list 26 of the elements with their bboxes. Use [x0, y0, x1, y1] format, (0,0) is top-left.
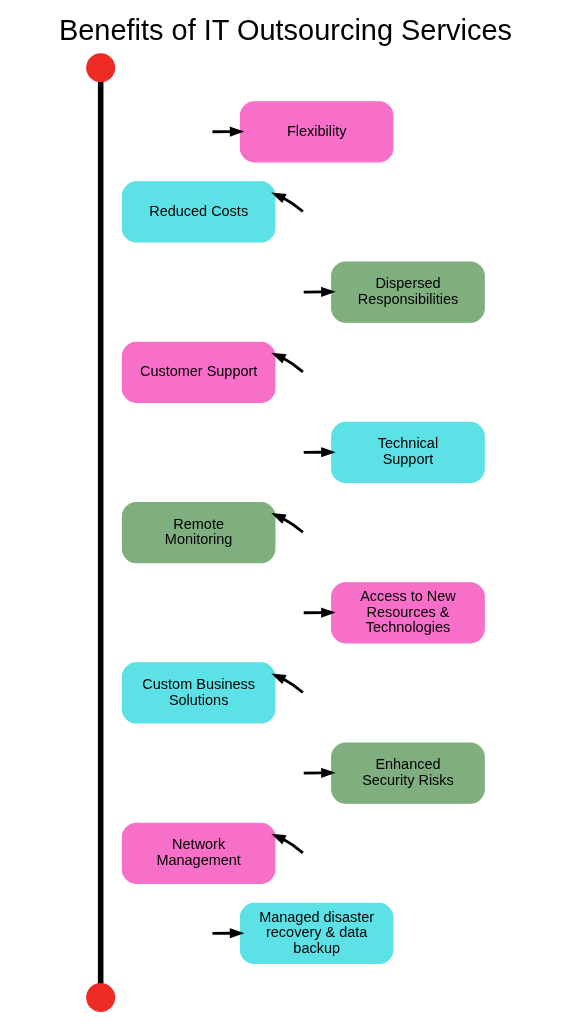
node-box: Access to New Resources & Technologies	[331, 582, 485, 644]
node-box: Remote Monitoring	[121, 502, 276, 564]
arrow	[303, 447, 336, 458]
arrow	[303, 286, 336, 297]
node-box: Enhanced Security Risks	[331, 742, 485, 804]
arrow	[271, 673, 304, 694]
arrow	[271, 192, 304, 213]
node-box: Custom Business Solutions	[121, 662, 276, 724]
node-box: Network Management	[121, 822, 276, 884]
node-circle	[86, 53, 116, 83]
node-box: Flexibility	[239, 101, 394, 163]
arrow	[212, 928, 245, 939]
arrow	[271, 352, 304, 373]
node-box: Dispersed Responsibilities	[331, 261, 485, 323]
arrow	[303, 767, 336, 778]
node-box: Customer Support	[121, 341, 276, 403]
node-box: Technical Support	[331, 421, 485, 484]
arrow	[303, 607, 336, 618]
arrow	[271, 833, 304, 854]
node-circle	[86, 983, 116, 1012]
connector	[97, 81, 104, 984]
node-box: Managed disaster recovery & data backup	[239, 902, 394, 965]
arrow	[212, 126, 245, 137]
arrow	[271, 513, 304, 534]
node-box: Reduced Costs	[121, 181, 276, 243]
diagram-title: Benefits of IT Outsourcing Services	[58, 14, 513, 47]
